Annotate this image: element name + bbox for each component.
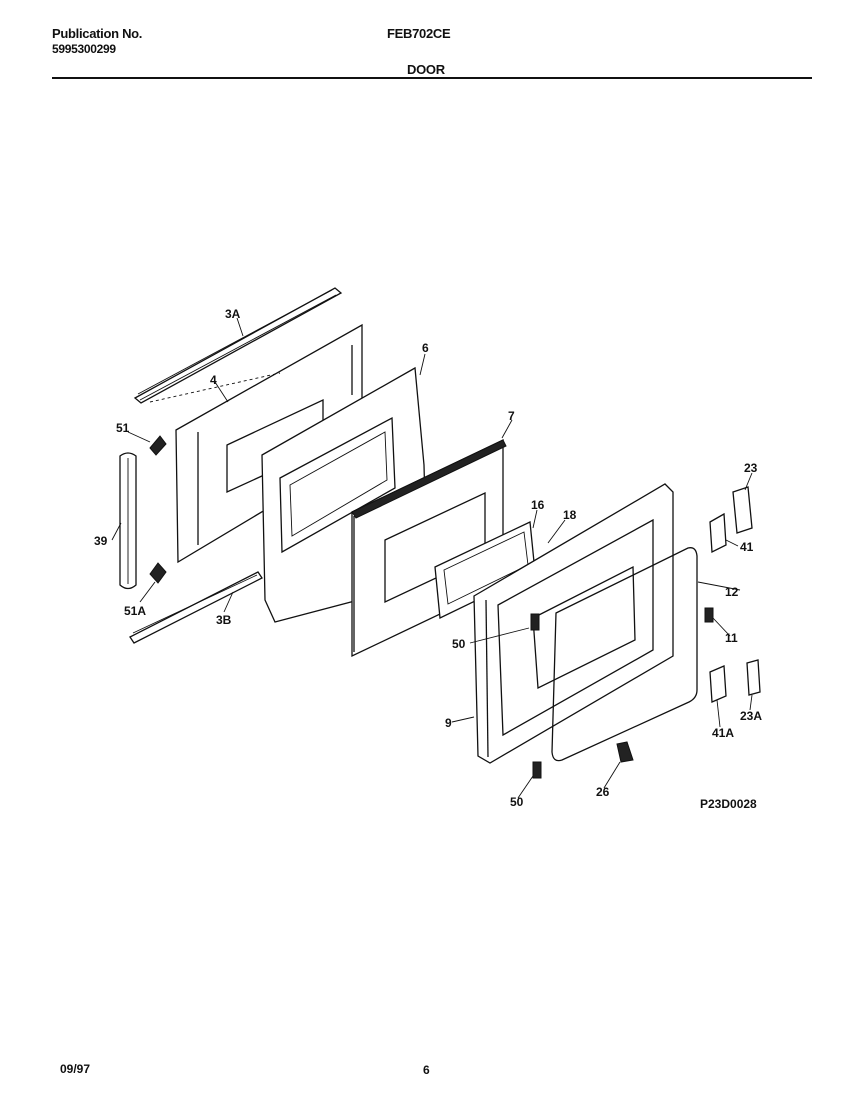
callout-11: 11 xyxy=(725,631,738,645)
callout-7: 7 xyxy=(508,409,515,423)
part-23-hinge xyxy=(732,486,753,534)
model-number: FEB702CE xyxy=(387,26,451,41)
callout-18: 18 xyxy=(563,508,577,522)
publication-label: Publication No. xyxy=(52,26,143,41)
callout-41a: 41A xyxy=(712,726,734,740)
part-41-hinge-receptacle xyxy=(709,512,727,554)
callout-51: 51 xyxy=(116,421,130,435)
part-11-clip xyxy=(704,607,714,623)
part-41a-hinge-receptacle xyxy=(709,665,727,703)
section-title: DOOR xyxy=(407,62,445,77)
header-rule xyxy=(52,77,812,79)
callout-6: 6 xyxy=(422,341,429,355)
callout-23a: 23A xyxy=(740,709,762,723)
part-9-outer-frame xyxy=(473,483,674,764)
part-51-bracket xyxy=(149,435,167,456)
part-12-gasket xyxy=(551,547,698,762)
callout-51a: 51A xyxy=(124,604,146,618)
callout-16: 16 xyxy=(531,498,545,512)
callout-50-upper: 50 xyxy=(452,637,466,651)
callout-23: 23 xyxy=(744,461,758,475)
callout-12: 12 xyxy=(725,585,739,599)
part-50-clip-upper xyxy=(530,613,540,631)
part-39-side-cap xyxy=(119,452,137,590)
part-23a-hinge xyxy=(746,659,761,696)
callout-labels: 3A 4 6 7 51 39 51A 3B 16 18 23 41 12 11 … xyxy=(94,307,762,811)
part-51a-bracket xyxy=(149,562,167,584)
callout-3b: 3B xyxy=(216,613,232,627)
callout-26: 26 xyxy=(596,785,610,799)
part-3a-top-trim xyxy=(133,287,343,404)
footer-date: 09/97 xyxy=(60,1062,91,1076)
callout-9: 9 xyxy=(445,716,452,730)
callout-39: 39 xyxy=(94,534,108,548)
publication-number: 5995300299 xyxy=(52,42,116,56)
callout-4: 4 xyxy=(210,373,217,387)
part-3b-bottom-trim xyxy=(129,571,263,644)
leader-lines xyxy=(111,317,753,799)
diagram-code: P23D0028 xyxy=(700,797,757,811)
callout-3a: 3A xyxy=(225,307,241,321)
part-50-clip-lower xyxy=(532,761,542,779)
callout-50-lower: 50 xyxy=(510,795,524,809)
page-number: 6 xyxy=(423,1063,430,1077)
callout-41: 41 xyxy=(740,540,754,554)
part-26-bracket xyxy=(616,741,634,763)
